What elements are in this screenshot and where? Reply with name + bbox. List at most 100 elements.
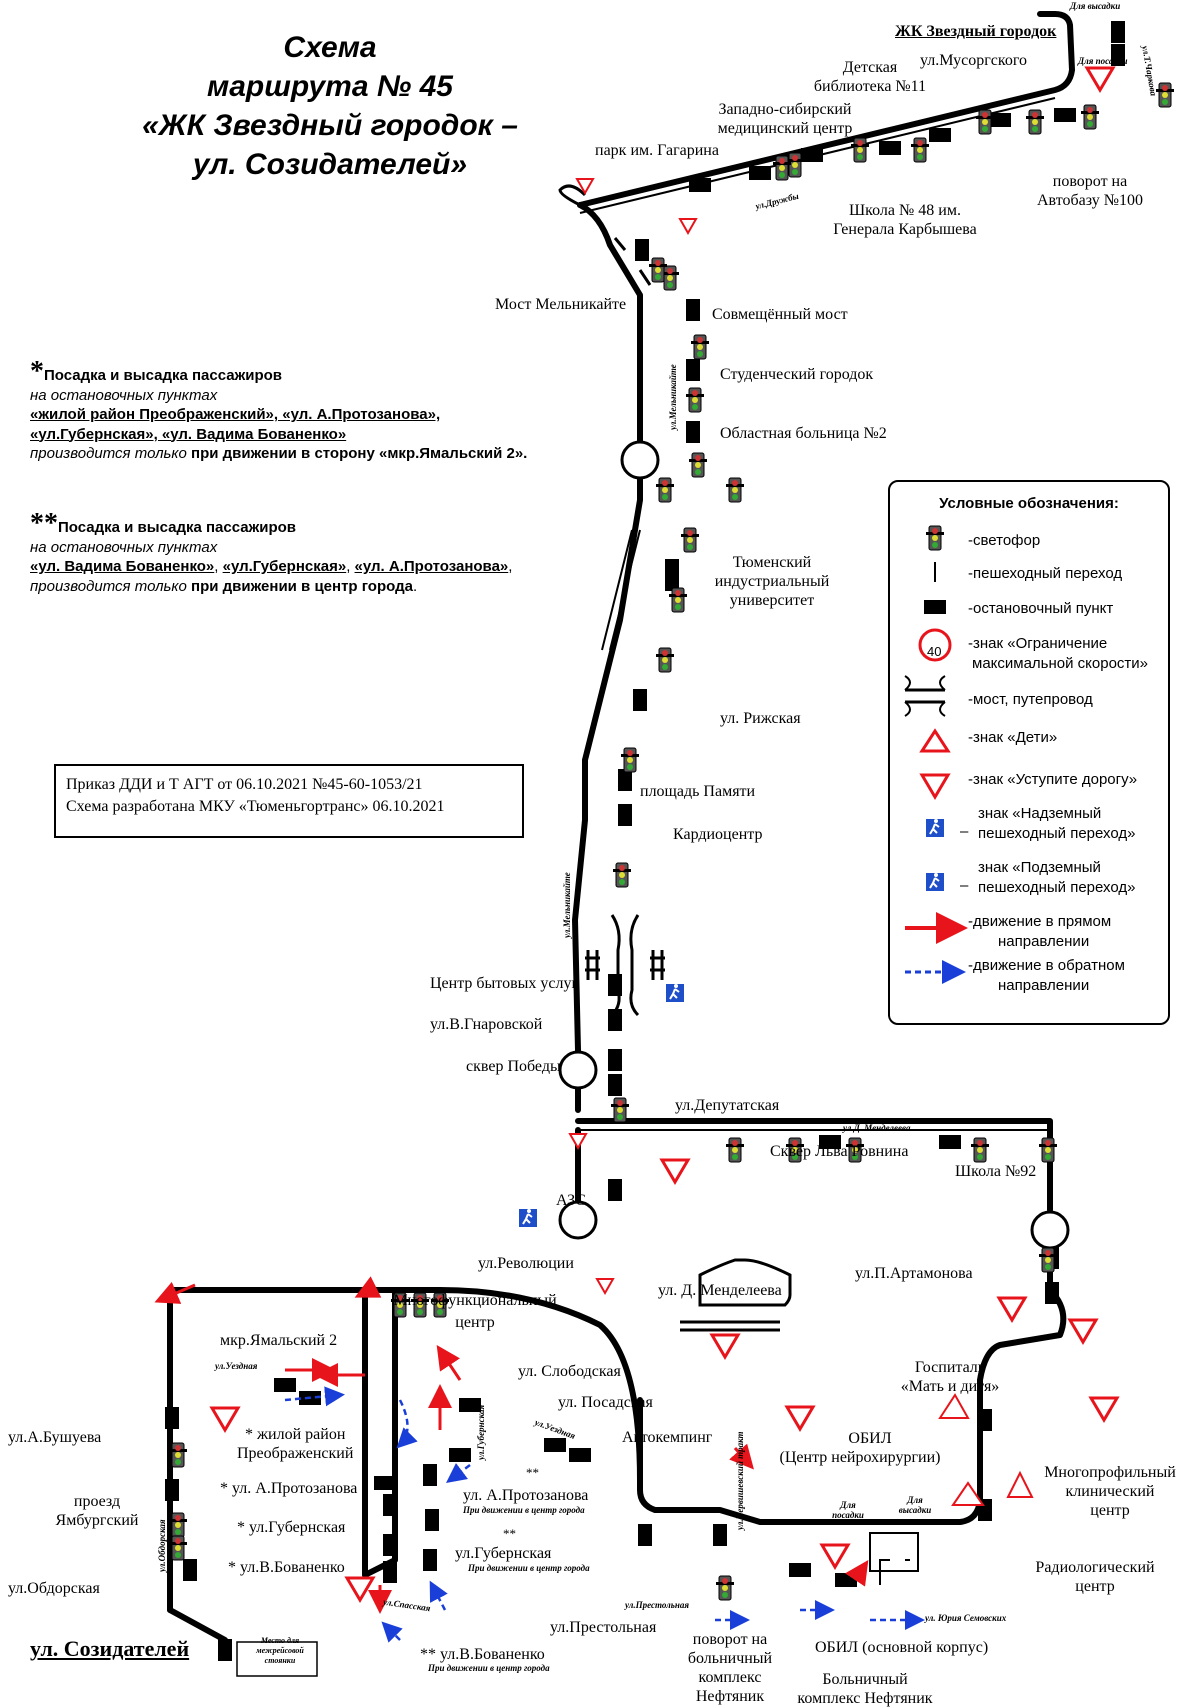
page-title: Схема маршрута № 45 «ЖК Звездный городок… — [100, 28, 560, 184]
note-center-only: **Посадка и высадка пассажиров на остано… — [30, 510, 590, 596]
legend-traffic-light: -светофор — [968, 532, 1041, 549]
stop-label: Радиологический — [1035, 1559, 1155, 1576]
note-cond-bold: при движении в сторону «мкр.Ямальский 2»… — [191, 445, 528, 462]
stop-label: Областная больница №2 — [720, 425, 887, 442]
order-box: Приказ ДДИ и Т АГТ от 06.10.2021 №45-60-… — [54, 764, 524, 838]
stop-label: ул. Д. Менделеева — [658, 1282, 782, 1299]
street-label: ул.Губернская — [476, 1404, 486, 1460]
stop-label: библиотека №11 — [813, 78, 927, 95]
legend: Условные обозначения: -светофор -пешеход… — [888, 480, 1170, 1025]
dstar-mark: ** — [503, 1526, 516, 1541]
stop-label: Нефтяник — [695, 1688, 765, 1705]
street-label: Для высадки — [1070, 1, 1121, 11]
legend-underpass: знак «Подземный — [978, 859, 1101, 876]
order-line: Схема разработана МКУ «Тюменьгортранс» 0… — [66, 798, 445, 815]
note-line: на остановочных пунктах — [30, 538, 218, 556]
note-heading: Посадка и высадка пассажиров — [44, 367, 282, 384]
note-stops: «ул.Губернская», «ул. Вадима Бованенко» — [30, 425, 347, 443]
stop-label: Тюменский — [732, 554, 812, 571]
stop-label: ул. Слободская — [518, 1363, 621, 1380]
street-label: ул.Мельникайте — [562, 872, 572, 938]
parking-area — [236, 1641, 318, 1677]
title-line: Схема — [283, 31, 377, 64]
stop-label: «Мать и дитя» — [900, 1378, 1000, 1395]
stop-label: Автобазу №100 — [1037, 192, 1143, 209]
legend-speed: -знак «Ограничение — [968, 635, 1108, 652]
stop-label: Мост Мельникайте — [495, 296, 627, 313]
stop-label: ул.Депутатская — [675, 1097, 780, 1114]
stop-label: поворот на — [692, 1631, 768, 1648]
stop-label: ул.П.Артамонова — [855, 1265, 973, 1282]
order-line: Приказ ДДИ и Т АГТ от 06.10.2021 №45-60-… — [66, 776, 423, 793]
stop-label: (Центр нейрохирургии) — [779, 1449, 941, 1466]
stop-label: ул. Посадская — [558, 1394, 653, 1411]
stop-label: ул.В.Гнаровской — [430, 1016, 543, 1033]
stop-label: Многопрофильный — [1044, 1464, 1176, 1481]
street-label: ул.Червишевский тракт — [735, 1431, 745, 1530]
legend-forward: -движение в прямом — [968, 913, 1112, 930]
legend-overpass: знак «Надземный — [978, 805, 1102, 822]
stop-label: ул.Мусоргского — [920, 52, 1027, 69]
dstar-mark: ** — [526, 1465, 539, 1480]
street-label: ул.Д. Менделеева — [843, 1123, 911, 1133]
stop-label: Школа №92 — [955, 1163, 1037, 1180]
note-stop: «ул.Губернская» — [222, 558, 347, 575]
stop-label: Западно-сибирский — [718, 101, 852, 118]
title-line: маршрута № 45 — [207, 70, 453, 103]
stop-label: Ямбургский — [55, 1512, 139, 1529]
stop-label: Совмещённый мост — [712, 306, 848, 323]
stop-label: центр — [455, 1314, 495, 1331]
note-stop: «ул. А.Протозанова» — [354, 558, 509, 575]
note-line: на остановочных пунктах — [30, 386, 218, 404]
note-cond: производится только — [30, 445, 187, 462]
stop-label: центр — [1090, 1502, 1130, 1519]
parking-label: Место для — [260, 1636, 300, 1645]
stop-label: комплекс Нефтяник — [797, 1690, 933, 1707]
final-stop-label: ул. Созидателей — [30, 1636, 190, 1661]
legend-backward: -движение в обратном — [968, 957, 1125, 974]
stop-label: ул. Рижская — [720, 710, 801, 727]
legend-crossing: -пешеходный переход — [968, 565, 1123, 582]
legend-forward-2: направлении — [998, 933, 1090, 950]
center-dir-note: При движении в центр города — [463, 1505, 585, 1515]
stop-label: мкр.Ямальский 2 — [220, 1332, 338, 1349]
legend-underpass-2: пешеходный переход» — [978, 879, 1136, 896]
note-star: ** — [30, 508, 58, 539]
parking-label: стоянки — [264, 1656, 296, 1665]
stop-label: больничный — [687, 1650, 773, 1667]
stop-label: сквер Победы — [466, 1058, 561, 1075]
stop-label: АЗС — [556, 1192, 586, 1209]
underpass-icon — [665, 983, 685, 1003]
legend-children: -знак «Дети» — [968, 729, 1058, 746]
stop-label: Преображенский — [237, 1445, 354, 1462]
stop-label: индустриальный — [714, 573, 830, 590]
route-road — [167, 11, 1075, 1643]
street-label: Для — [907, 1495, 923, 1505]
legend-overpass-2: пешеходный переход» — [978, 825, 1136, 842]
speed-limit-value: 40 — [927, 644, 942, 659]
stop-label: * ул.В.Бованенко — [228, 1559, 345, 1576]
note-cond: производится только — [30, 577, 187, 595]
stop-label: проезд — [73, 1493, 121, 1510]
center-dir-note: При движении в центр города — [428, 1663, 550, 1673]
stop-label: университет — [729, 592, 815, 609]
stop-label: Генерала Карбышева — [833, 221, 977, 238]
parking-label: межрейсовой — [256, 1646, 304, 1655]
title-line: ул. Созидателей» — [192, 148, 468, 181]
stop-label: ОБИЛ (основной корпус) — [815, 1639, 989, 1656]
stop-label: ул.А.Бушуева — [8, 1429, 102, 1446]
stop-label: * жилой район — [245, 1426, 346, 1443]
note-stops: «жилой район Преображенский», «ул. А.Про… — [30, 406, 441, 423]
stop-label: Школа № 48 им. — [849, 202, 961, 219]
stop-label: ул.Революции — [478, 1255, 574, 1272]
stop-label: Больничный — [822, 1671, 908, 1688]
note-cond-post: . — [412, 577, 418, 595]
street-label: Для — [840, 1500, 856, 1510]
stop-label: медицинский центр — [717, 120, 853, 137]
note-heading: Посадка и высадка пассажиров — [58, 519, 296, 536]
legend-speed-2: максимальной скорости» — [972, 655, 1149, 672]
stop-label: ул.Престольная — [550, 1619, 657, 1636]
underpass-icon — [518, 1208, 538, 1228]
street-label: ул.Мельникайте — [668, 364, 678, 430]
